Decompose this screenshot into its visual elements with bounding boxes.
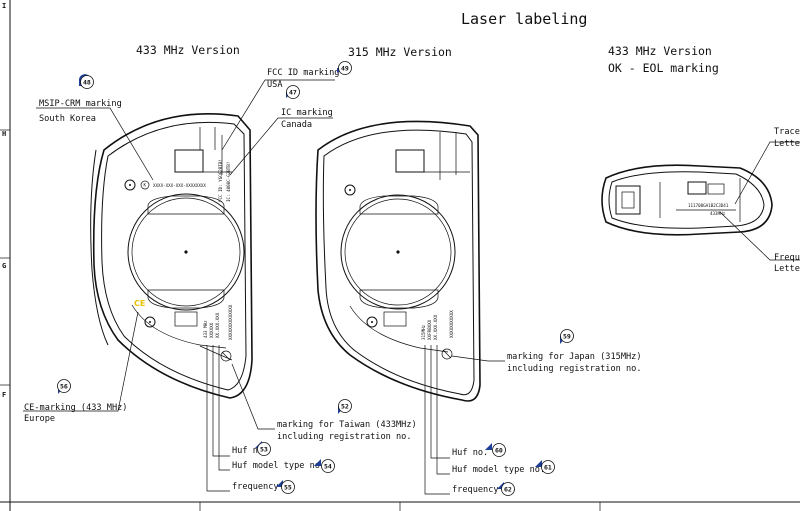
badge-61: 61 bbox=[535, 460, 555, 474]
eol-frequency-engraving: 433MHz bbox=[710, 211, 726, 216]
huf-model-label-a: Huf model type no. bbox=[232, 461, 325, 471]
badge-61-number: 61 bbox=[544, 464, 552, 472]
ce-label: CE-marking (433 MHz) bbox=[24, 403, 127, 413]
trace-letter-label: Trace bbox=[774, 127, 800, 137]
eol-code-engraving: 111708GA1B2C3D41 bbox=[688, 203, 729, 208]
badge-52-number: 52 bbox=[341, 403, 349, 411]
fcc-engraving: FCC ID: YGOG2BTB! bbox=[218, 159, 223, 202]
badge-55: 55 bbox=[276, 480, 295, 494]
badge-47-number: 47 bbox=[289, 89, 297, 97]
key-433-center-dot bbox=[184, 250, 188, 254]
frequency-label-a: frequency bbox=[232, 482, 279, 492]
taiwan-label: marking for Taiwan (433MHz) bbox=[277, 420, 417, 430]
key-eol-outline bbox=[601, 164, 773, 236]
badge-60-number: 60 bbox=[495, 447, 503, 455]
badge-53: 53 bbox=[255, 441, 271, 456]
korea-registration-code: XXXX-XXX-XXX-XXXXXXXX bbox=[153, 183, 206, 188]
key-433-model-engraving: XX.XXX.XXX bbox=[215, 312, 220, 338]
badge-56: 56 bbox=[57, 379, 71, 394]
heading-433-version: 433 MHz Version bbox=[136, 43, 240, 57]
key-433-taiwan-engraving: XXXXXXXXXXXXXX bbox=[228, 304, 233, 340]
key-433-huf-no-engraving: XXXXXX bbox=[209, 322, 214, 338]
msip-label: MSIP-CRM marking bbox=[39, 99, 122, 109]
huf-model-label-b: Huf model type no. bbox=[452, 465, 545, 475]
japan-label: marking for Japan (315MHz) bbox=[507, 352, 642, 362]
key-315-outline bbox=[315, 120, 481, 402]
heading-433-ok-version: 433 MHz Version bbox=[608, 44, 712, 58]
taiwan-registration: including registration no. bbox=[277, 432, 412, 442]
badge-48-number: 48 bbox=[83, 79, 91, 87]
badge-52: 52 bbox=[338, 399, 352, 414]
key-315-model-engraving: XX.XXX.XXX bbox=[433, 314, 438, 340]
ce-region: Europe bbox=[24, 414, 55, 424]
page-title: Laser labeling bbox=[461, 10, 587, 28]
japan-registration: including registration no. bbox=[507, 364, 642, 374]
ce-mark: CE bbox=[134, 299, 145, 308]
key-433-frequency-engraving: 433 MHz bbox=[203, 320, 208, 338]
badge-54-number: 54 bbox=[324, 463, 332, 471]
badge-54: 54 bbox=[314, 459, 335, 473]
badge-60: 60 bbox=[485, 443, 506, 457]
frame-mark-i: I bbox=[2, 2, 6, 10]
msip-region: South Korea bbox=[39, 114, 96, 124]
key-315-center-dot bbox=[396, 250, 400, 254]
key-433-outline bbox=[90, 113, 253, 399]
heading-ok-eol-marking: OK - EOL marking bbox=[608, 61, 719, 75]
leader-lines bbox=[23, 79, 800, 495]
frequency-letter-label: Freque bbox=[774, 253, 800, 263]
key-315-japan-engraving: XXXXXXXXXXX bbox=[449, 310, 454, 338]
badge-62: 62 bbox=[497, 482, 515, 496]
trace-letter-label-2: Letter bbox=[774, 139, 800, 149]
badge-55-number: 55 bbox=[284, 484, 292, 492]
ic-label: IC marking bbox=[281, 108, 333, 118]
key-315-frequency-engraving: 315MHz bbox=[421, 324, 426, 340]
badge-56-number: 56 bbox=[60, 383, 68, 391]
kc-mark: K bbox=[144, 183, 147, 188]
key-315-huf-no-engraving: XXFRBXXX bbox=[427, 319, 432, 340]
badge-62-number: 62 bbox=[504, 486, 512, 494]
ic-engraving: IC: 4008C-G2BTB! bbox=[226, 162, 231, 202]
frequency-letter-label-2: Letter bbox=[774, 264, 800, 274]
badge-59: 59 bbox=[560, 329, 574, 344]
heading-315-version: 315 MHz Version bbox=[348, 45, 452, 59]
badge-49-number: 49 bbox=[341, 65, 349, 73]
badge-53-number: 53 bbox=[260, 446, 268, 454]
kc-mark-icon bbox=[140, 180, 150, 190]
frequency-label-b: frequency bbox=[452, 485, 499, 495]
huf-no-label-a: Huf no. bbox=[232, 446, 268, 456]
fcc-region: USA bbox=[267, 80, 283, 90]
frame-mark-f: F bbox=[2, 391, 6, 399]
ic-region: Canada bbox=[281, 120, 312, 130]
frame-mark-g: G bbox=[2, 262, 6, 270]
badge-47: 47 bbox=[286, 85, 300, 99]
badge-49: 49 bbox=[337, 61, 352, 75]
badge-59-number: 59 bbox=[563, 333, 571, 341]
huf-no-label-b: Huf no. bbox=[452, 448, 488, 458]
fcc-label: FCC ID marking bbox=[267, 68, 339, 78]
frame-mark-h: H bbox=[2, 130, 6, 138]
badge-48: 48 bbox=[79, 74, 94, 89]
